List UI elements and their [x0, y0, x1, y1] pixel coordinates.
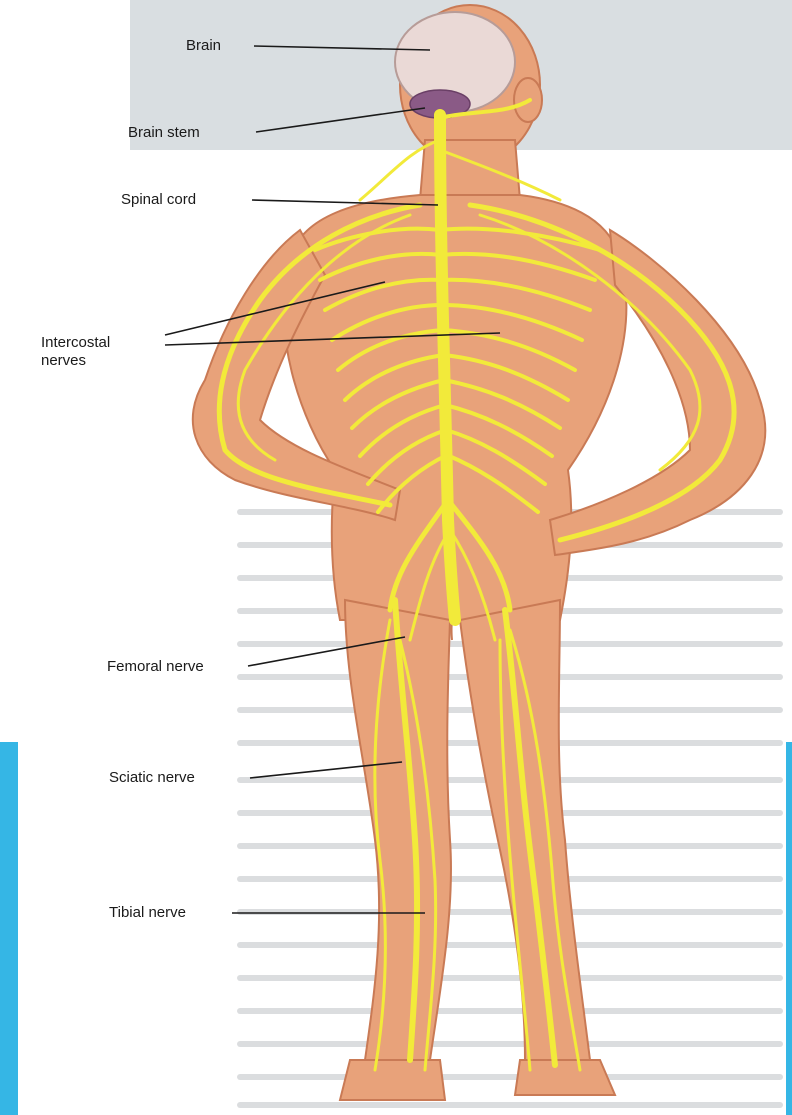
label-spinal-cord: Spinal cord [121, 191, 196, 209]
label-brain-stem: Brain stem [128, 124, 200, 142]
accent-bar-left [0, 742, 18, 1115]
accent-bar-right [786, 742, 792, 1115]
label-brain: Brain [186, 37, 221, 55]
label-femoral-nerve: Femoral nerve [107, 658, 204, 676]
label-sciatic-nerve: Sciatic nerve [109, 769, 195, 787]
label-tibial-nerve: Tibial nerve [109, 904, 186, 922]
label-intercostal-nerves: Intercostal nerves [41, 334, 110, 370]
